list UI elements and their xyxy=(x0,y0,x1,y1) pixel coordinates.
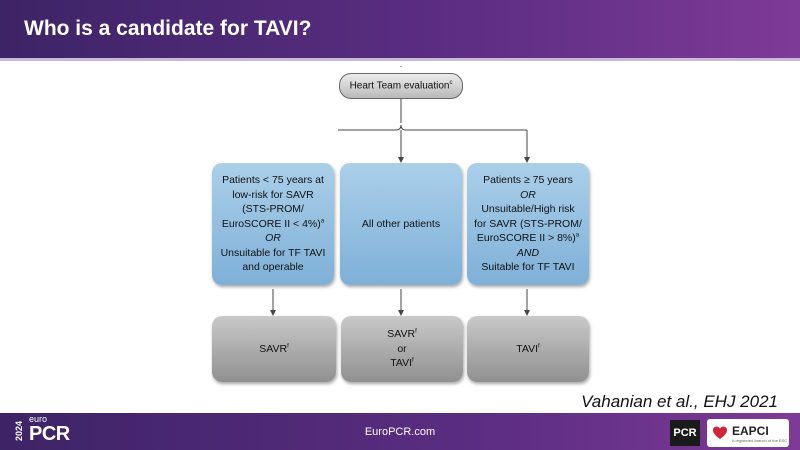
box-line-text: EuroSCORE II < 4%) xyxy=(221,217,321,230)
logo-euro-text: euro xyxy=(29,414,48,424)
box-line: OR xyxy=(265,231,281,245)
box-line: SAVRf xyxy=(259,342,289,356)
box-line: OR xyxy=(520,188,536,202)
box-line: Patients ≥ 75 years xyxy=(483,173,573,187)
header-divider xyxy=(0,58,800,61)
box-line: and operable xyxy=(242,260,303,274)
box-line-text: AND xyxy=(516,246,540,259)
heart-icon xyxy=(713,426,727,439)
box-line: EuroSCORE II < 4%)a xyxy=(222,217,324,231)
box-line: (STS-PROM/ xyxy=(242,202,304,216)
box-line-text: OR xyxy=(520,188,536,201)
box-line: Unsuitable for TF TAVI xyxy=(221,246,326,260)
heart-team-sup: c xyxy=(449,79,453,86)
box-line-footnote: f xyxy=(412,357,414,364)
box-line: TAVIf xyxy=(390,356,413,370)
footer-url-link[interactable]: EuroPCR.com xyxy=(364,426,436,438)
box-line-text: or xyxy=(397,342,407,355)
box-line-text: SAVR xyxy=(387,328,416,341)
box-line-footnote: a xyxy=(320,218,325,225)
pcr-logo: PCR xyxy=(670,420,700,446)
box-line-text: for SAVR (STS-PROM/ xyxy=(474,217,582,230)
box-line-text: TAVI xyxy=(390,357,413,370)
box-line: for SAVR (STS-PROM/ xyxy=(474,217,582,231)
box-line-footnote: f xyxy=(415,328,417,335)
outcome-box-tavi: TAVIf xyxy=(467,316,589,382)
box-line: or xyxy=(397,342,406,356)
box-line-text: SAVR xyxy=(259,342,288,355)
box-line-text: All other patients xyxy=(361,217,441,230)
box-line-text: low-risk for SAVR xyxy=(232,188,314,201)
page-title: Who is a candidate for TAVI? xyxy=(24,17,312,40)
box-line: Patients < 75 years at xyxy=(222,173,324,187)
footer-bar xyxy=(0,413,800,450)
box-line-text: and operable xyxy=(242,261,304,274)
box-line-footnote: f xyxy=(287,343,289,350)
box-line: All other patients xyxy=(362,217,440,231)
box-line-text: Suitable for TF TAVI xyxy=(481,261,575,274)
citation-text: Vahanian et al., EHJ 2021 xyxy=(581,392,778,411)
box-line-footnote: f xyxy=(538,343,540,350)
eapci-logo: EAPCI A registered branch of the ESC xyxy=(707,419,789,447)
heart-team-label: Heart Team evaluation xyxy=(349,80,450,92)
box-line: TAVIf xyxy=(516,342,539,356)
header-bar: Who is a candidate for TAVI? xyxy=(0,0,800,58)
box-line: Unsuitable/High risk xyxy=(481,202,574,216)
box-line-text: Patients < 75 years at xyxy=(222,174,324,187)
box-line-footnote: a xyxy=(575,232,580,239)
box-line-text: Patients ≥ 75 years xyxy=(483,174,573,187)
box-line-text: OR xyxy=(265,232,281,245)
box-line: EuroSCORE II > 8%)a xyxy=(477,231,579,245)
heart-team-node: Heart Team evaluationc xyxy=(339,73,463,99)
criteria-box-all-other: All other patients xyxy=(340,163,462,285)
box-line: AND xyxy=(517,246,539,260)
box-line: SAVRf xyxy=(387,327,417,341)
outcome-box-savr: SAVRf xyxy=(212,316,336,382)
eapci-subtitle: A registered branch of the ESC xyxy=(732,438,788,443)
logo-pcr-text: PCR xyxy=(29,423,70,445)
connector-horizontal xyxy=(338,124,527,131)
box-line-text: TAVI xyxy=(516,342,539,355)
eapci-label: EAPCI xyxy=(732,424,769,438)
box-line-text: (STS-PROM/ xyxy=(242,203,304,216)
box-line-text: EuroSCORE II > 8%) xyxy=(476,232,576,245)
box-line-text: Unsuitable for TF TAVI xyxy=(220,246,326,259)
box-line: low-risk for SAVR xyxy=(232,188,313,202)
box-line-text: Unsuitable/High risk xyxy=(481,203,575,216)
box-line: Suitable for TF TAVI xyxy=(481,260,574,274)
